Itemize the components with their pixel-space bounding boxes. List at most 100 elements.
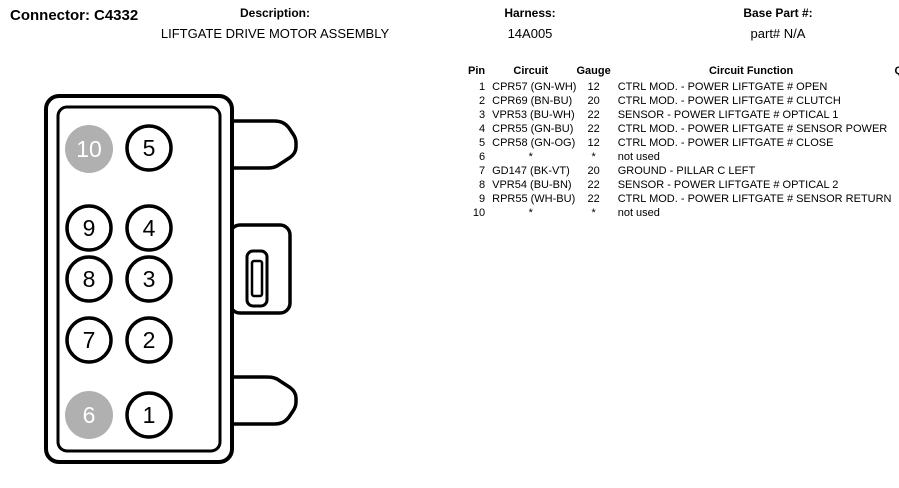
pin-row: 8 VPR54 (BU-BN) 22 SENSOR - POWER LIFTGA… xyxy=(468,178,899,192)
cavity-8-label: 8 xyxy=(83,266,96,292)
col-header-qualifier: Qualifier xyxy=(894,65,899,77)
gauge-cell: 22 xyxy=(587,179,600,191)
qualifier-cell xyxy=(892,178,899,192)
pin-cell: 4 xyxy=(479,123,486,135)
base-part-block: Base Part #: part# N/A xyxy=(703,6,853,41)
col-header-gauge: Gauge xyxy=(576,65,611,77)
pin-cell: 10 xyxy=(472,207,486,219)
function-cell: SENSOR - POWER LIFTGATE # OPTICAL 1 xyxy=(617,109,839,121)
pin-row: 9 RPR55 (WH-BU) 22 CTRL MOD. - POWER LIF… xyxy=(468,192,899,206)
function-cell: CTRL MOD. - POWER LIFTGATE # CLUTCH xyxy=(617,95,841,107)
base-part-value: part# N/A xyxy=(750,26,806,41)
cavity-2 xyxy=(125,316,173,364)
circuit-cell: CPR55 (GN-BU) xyxy=(492,123,574,135)
harness-value: 14A005 xyxy=(507,26,553,41)
qualifier-cell xyxy=(892,192,899,206)
cavity-4 xyxy=(125,204,173,252)
connector-body-inner-wall xyxy=(56,105,222,453)
pin-row: 2 CPR69 (BN-BU) 20 CTRL MOD. - POWER LIF… xyxy=(468,94,899,108)
function-cell: not used xyxy=(617,207,660,219)
pin-cell: 5 xyxy=(479,137,486,149)
base-part-label: Base Part #: xyxy=(743,6,813,20)
pin-cell: 1 xyxy=(479,81,486,93)
qualifier-cell xyxy=(892,136,899,150)
bottom-latch-tab xyxy=(229,375,298,426)
pin-cell: 6 xyxy=(479,151,486,163)
cavity-4-label: 4 xyxy=(143,215,156,241)
cavity-9-label: 9 xyxy=(83,215,96,241)
cavity-6 xyxy=(65,391,113,439)
cavity-5 xyxy=(125,124,173,172)
qualifier-cell xyxy=(892,94,899,108)
circuit-cell: VPR53 (BU-WH) xyxy=(492,109,575,121)
cavity-1 xyxy=(125,391,173,439)
connector-value: C4332 xyxy=(94,7,139,24)
pin-table-header-row: Pin Circuit Gauge Circuit Function Quali… xyxy=(468,64,899,80)
top-latch-tab xyxy=(229,119,298,170)
pin-cell: 2 xyxy=(479,95,486,107)
function-cell: CTRL MOD. - POWER LIFTGATE # SENSOR POWE… xyxy=(617,123,888,135)
qualifier-cell xyxy=(892,150,899,164)
function-cell: CTRL MOD. - POWER LIFTGATE # SENSOR RETU… xyxy=(617,193,892,205)
cavity-2-label: 2 xyxy=(143,327,156,353)
cavity-3-label: 3 xyxy=(143,266,156,292)
gauge-cell: * xyxy=(591,151,596,163)
circuit-cell: CPR57 (GN-WH) xyxy=(492,81,577,93)
pin-table: Pin Circuit Gauge Circuit Function Quali… xyxy=(468,64,899,220)
pin-row: 5 CPR58 (GN-OG) 12 CTRL MOD. - POWER LIF… xyxy=(468,136,899,150)
function-cell: GROUND - PILLAR C LEFT xyxy=(617,165,756,177)
connector-title: Connector:C4332 xyxy=(10,7,142,24)
circuit-cell: * xyxy=(528,207,533,219)
col-header-circuit: Circuit xyxy=(513,65,549,77)
connector-face-diagram: 10 5 9 4 8 3 7 2 6 1 xyxy=(44,94,298,464)
function-cell: CTRL MOD. - POWER LIFTGATE # CLOSE xyxy=(617,137,834,149)
circuit-cell: CPR58 (GN-OG) xyxy=(492,137,576,149)
circuit-cell: CPR69 (BN-BU) xyxy=(492,95,573,107)
qualifier-cell xyxy=(892,164,899,178)
function-cell: SENSOR - POWER LIFTGATE # OPTICAL 2 xyxy=(617,179,839,191)
pin-cell: 3 xyxy=(479,109,486,121)
cavity-7-label: 7 xyxy=(83,327,96,353)
qualifier-cell xyxy=(892,206,899,220)
qualifier-cell xyxy=(892,80,899,94)
pin-row: 6 * * not used xyxy=(468,150,899,164)
mounting-slot-inner xyxy=(250,259,264,298)
gauge-cell: * xyxy=(591,207,596,219)
cavity-10-label: 10 xyxy=(76,136,102,162)
pin-row: 10 * * not used xyxy=(468,206,899,220)
gauge-cell: 20 xyxy=(587,165,600,177)
connector-label: Connector: xyxy=(10,7,90,24)
gauge-cell: 12 xyxy=(587,81,600,93)
gauge-cell: 22 xyxy=(587,109,600,121)
cavity-5-label: 5 xyxy=(143,135,156,161)
pin-row: 4 CPR55 (GN-BU) 22 CTRL MOD. - POWER LIF… xyxy=(468,122,899,136)
qualifier-cell xyxy=(892,122,899,136)
cavity-3 xyxy=(125,255,173,303)
cavity-9 xyxy=(65,204,113,252)
circuit-cell: * xyxy=(528,151,533,163)
description-value: LIFTGATE DRIVE MOTOR ASSEMBLY xyxy=(160,26,390,41)
cavity-8 xyxy=(65,255,113,303)
pin-cell: 7 xyxy=(479,165,486,177)
cavity-7 xyxy=(65,316,113,364)
circuit-cell: GD147 (BK-VT) xyxy=(492,165,570,177)
cavity-1-label: 1 xyxy=(143,402,156,428)
pin-cell: 9 xyxy=(479,193,486,205)
pin-cell: 8 xyxy=(479,179,486,191)
pin-row: 1 CPR57 (GN-WH) 12 CTRL MOD. - POWER LIF… xyxy=(468,80,899,94)
circuit-cell: RPR55 (WH-BU) xyxy=(492,193,576,205)
circuit-cell: VPR54 (BU-BN) xyxy=(492,179,572,191)
col-header-function: Circuit Function xyxy=(708,65,794,77)
harness-block: Harness: 14A005 xyxy=(455,6,605,41)
function-cell: CTRL MOD. - POWER LIFTGATE # OPEN xyxy=(617,81,828,93)
description-label: Description: xyxy=(239,6,310,20)
pin-row: 7 GD147 (BK-VT) 20 GROUND - PILLAR C LEF… xyxy=(468,164,899,178)
gauge-cell: 22 xyxy=(587,123,600,135)
gauge-cell: 20 xyxy=(587,95,600,107)
gauge-cell: 22 xyxy=(587,193,600,205)
qualifier-cell xyxy=(892,108,899,122)
function-cell: not used xyxy=(617,151,660,163)
pin-row: 3 VPR53 (BU-WH) 22 SENSOR - POWER LIFTGA… xyxy=(468,108,899,122)
harness-label: Harness: xyxy=(504,6,556,20)
